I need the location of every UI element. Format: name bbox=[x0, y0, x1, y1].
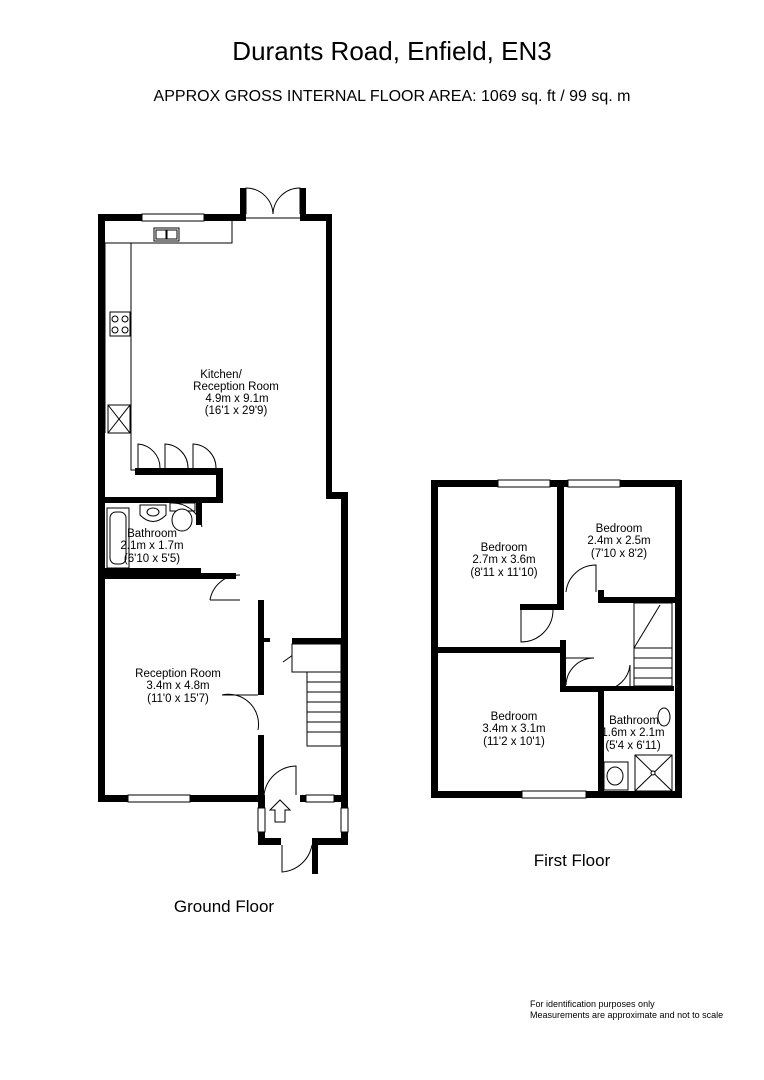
room-ff-bathroom-label: Bathroom 1.6m x 2.1m (5'4 x 6'11) bbox=[601, 715, 664, 752]
bedroom-3-metric: 3.4m x 3.1m bbox=[482, 723, 545, 735]
ground-floor-plan bbox=[98, 187, 349, 874]
bedroom-2-name: Bedroom bbox=[596, 523, 643, 535]
room-bedroom-1-label: Bedroom 2.7m x 3.6m (8'11 x 11'10) bbox=[470, 542, 537, 579]
gf-bathroom-metric: 2.1m x 1.7m bbox=[120, 540, 183, 552]
bedroom-1-imperial: (8'11 x 11'10) bbox=[470, 567, 537, 579]
reception-imperial: (11'0 x 15'7) bbox=[147, 693, 209, 705]
kitchen-metric: 4.9m x 9.1m bbox=[205, 393, 268, 405]
ff-bathroom-imperial: (5'4 x 6'11) bbox=[605, 740, 660, 752]
page-title: Durants Road, Enfield, EN3 bbox=[232, 36, 551, 66]
room-gf-bathroom-label: Bathroom 2.1m x 1.7m (6'10 x 5'5) bbox=[120, 528, 183, 565]
first-floor-label: First Floor bbox=[534, 851, 611, 870]
ff-bathroom-name: Bathroom bbox=[609, 715, 659, 727]
floor-area-subtitle: APPROX GROSS INTERNAL FLOOR AREA: 1069 s… bbox=[154, 88, 631, 105]
room-reception-label: Reception Room 3.4m x 4.8m (11'0 x 15'7) bbox=[135, 668, 221, 705]
bedroom-3-imperial: (11'2 x 10'1) bbox=[483, 736, 545, 748]
room-bedroom-2-label: Bedroom 2.4m x 2.5m (7'10 x 8'2) bbox=[587, 523, 650, 560]
ff-bathroom-metric: 1.6m x 2.1m bbox=[601, 727, 664, 739]
ground-floor-label: Ground Floor bbox=[174, 897, 274, 916]
room-kitchen-label: Kitchen/ Reception Room 4.9m x 9.1m (16'… bbox=[193, 369, 279, 417]
bedroom-1-metric: 2.7m x 3.6m bbox=[472, 554, 535, 566]
gf-bathroom-imperial: (6'10 x 5'5) bbox=[124, 553, 180, 565]
bedroom-2-imperial: (7'10 x 8'2) bbox=[591, 548, 647, 560]
bedroom-1-name: Bedroom bbox=[481, 542, 528, 554]
bedroom-3-name: Bedroom bbox=[491, 711, 538, 723]
kitchen-name-2: Reception Room bbox=[193, 381, 279, 393]
first-floor-plan bbox=[431, 479, 682, 799]
gf-bathroom-name: Bathroom bbox=[127, 528, 177, 540]
room-bedroom-3-label: Bedroom 3.4m x 3.1m (11'2 x 10'1) bbox=[482, 711, 545, 748]
reception-name: Reception Room bbox=[135, 668, 221, 680]
disclaimer-line-1: For identification purposes only bbox=[530, 999, 655, 1009]
kitchen-name: Kitchen/ bbox=[200, 369, 242, 381]
reception-metric: 3.4m x 4.8m bbox=[146, 680, 209, 692]
bedroom-2-metric: 2.4m x 2.5m bbox=[587, 535, 650, 547]
kitchen-imperial: (16'1 x 29'9) bbox=[205, 405, 268, 417]
disclaimer-line-2: Measurements are approximate and not to … bbox=[530, 1010, 723, 1020]
